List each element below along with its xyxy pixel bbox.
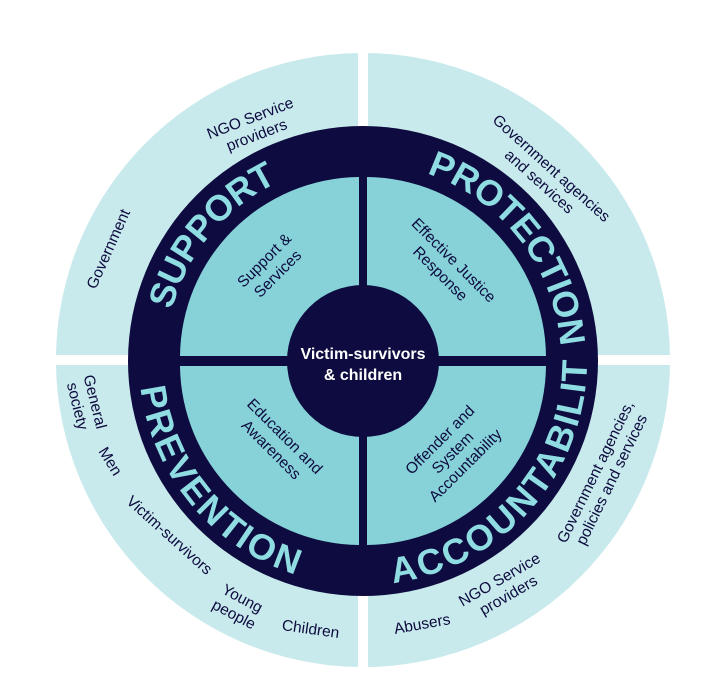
center-label-line1: Victim-survivors: [300, 346, 425, 363]
center-label-line2: & children: [324, 367, 402, 384]
center-hub: [287, 285, 439, 437]
